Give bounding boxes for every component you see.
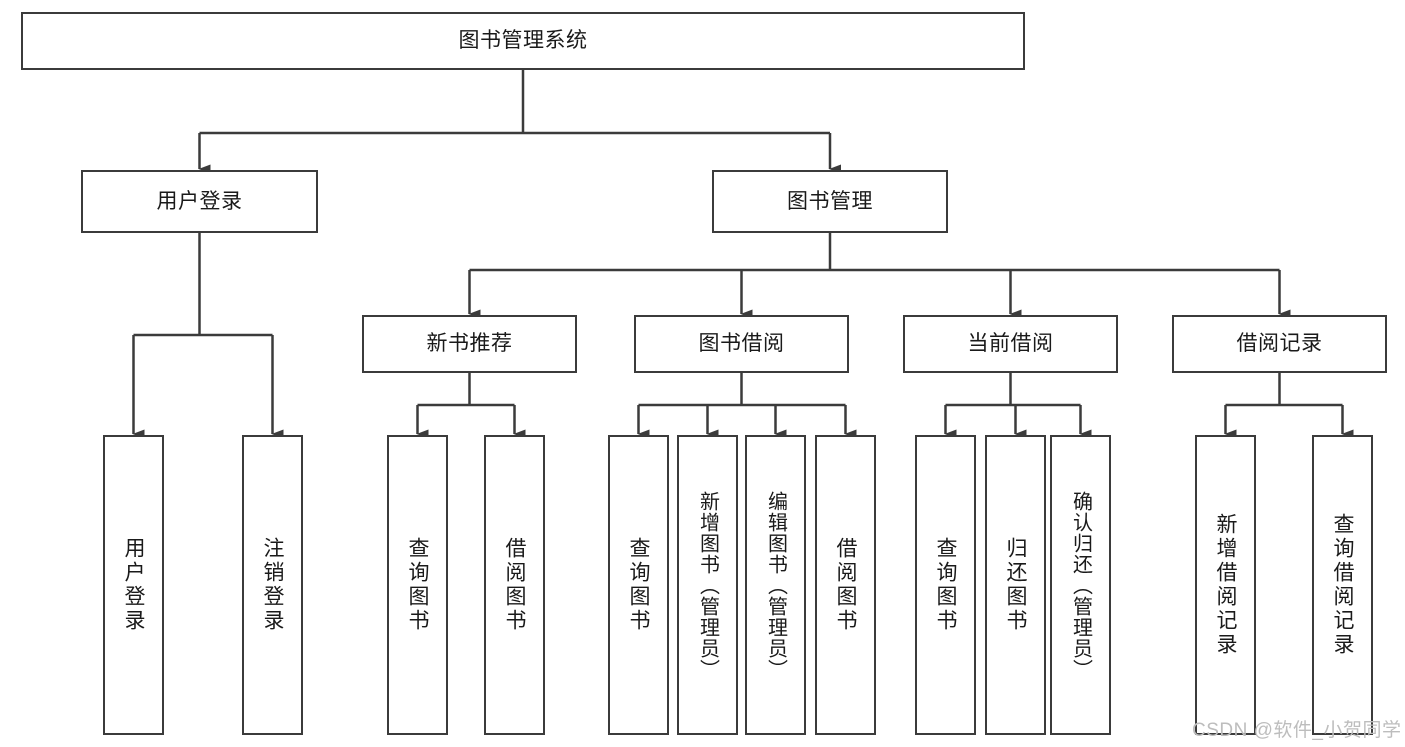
node-label: 查询图书 [934,537,957,633]
node-label: 用户登录 [122,537,145,633]
node-label: 查询图书 [406,537,429,633]
node-label: 注销登录 [261,537,284,633]
node-leaf-confirm-return: 确认归还（管理员） [1050,435,1111,735]
node-leaf-borrow-book: 借阅图书 [815,435,876,735]
node-label: 新书推荐 [426,332,513,356]
node-label: 编辑图书（管理员） [764,490,787,680]
node-label: 当前借阅 [967,332,1054,356]
node-borrow: 图书借阅 [634,315,849,373]
node-current: 当前借阅 [903,315,1118,373]
node-leaf-add-book: 新增图书（管理员） [677,435,738,735]
node-label: 新增图书（管理员） [696,490,719,680]
node-leaf-query-book-cur: 查询图书 [915,435,976,735]
node-leaf-query-book: 查询图书 [608,435,669,735]
node-label: 新增借阅记录 [1214,513,1237,657]
node-label: 图书借阅 [698,332,785,356]
node-login: 用户登录 [81,170,318,233]
node-label: 借阅图书 [834,537,857,633]
node-label: 确认归还（管理员） [1069,490,1092,680]
node-bookmgmt: 图书管理 [712,170,948,233]
node-label: 借阅记录 [1236,332,1323,356]
node-label: 查询图书 [627,537,650,633]
node-newbook: 新书推荐 [362,315,577,373]
node-label: 图书管理系统 [458,29,588,53]
node-label: 图书管理 [787,189,873,213]
node-leaf-edit-book: 编辑图书（管理员） [745,435,806,735]
connector-lines [132,70,1354,439]
node-leaf-user-login: 用户登录 [103,435,164,735]
node-label: 归还图书 [1004,537,1027,633]
node-leaf-borrow-book-new: 借阅图书 [484,435,545,735]
node-leaf-add-record: 新增借阅记录 [1195,435,1256,735]
node-leaf-return-book: 归还图书 [985,435,1046,735]
node-label: 用户登录 [156,189,243,213]
node-root: 图书管理系统 [21,12,1025,70]
node-record: 借阅记录 [1172,315,1387,373]
node-label: 查询借阅记录 [1331,513,1354,657]
node-label: 借阅图书 [503,537,526,633]
watermark: CSDN @软件_小贺同学 [1192,720,1402,741]
node-leaf-query-record: 查询借阅记录 [1312,435,1373,735]
node-leaf-query-book-new: 查询图书 [387,435,448,735]
node-leaf-logout: 注销登录 [242,435,303,735]
